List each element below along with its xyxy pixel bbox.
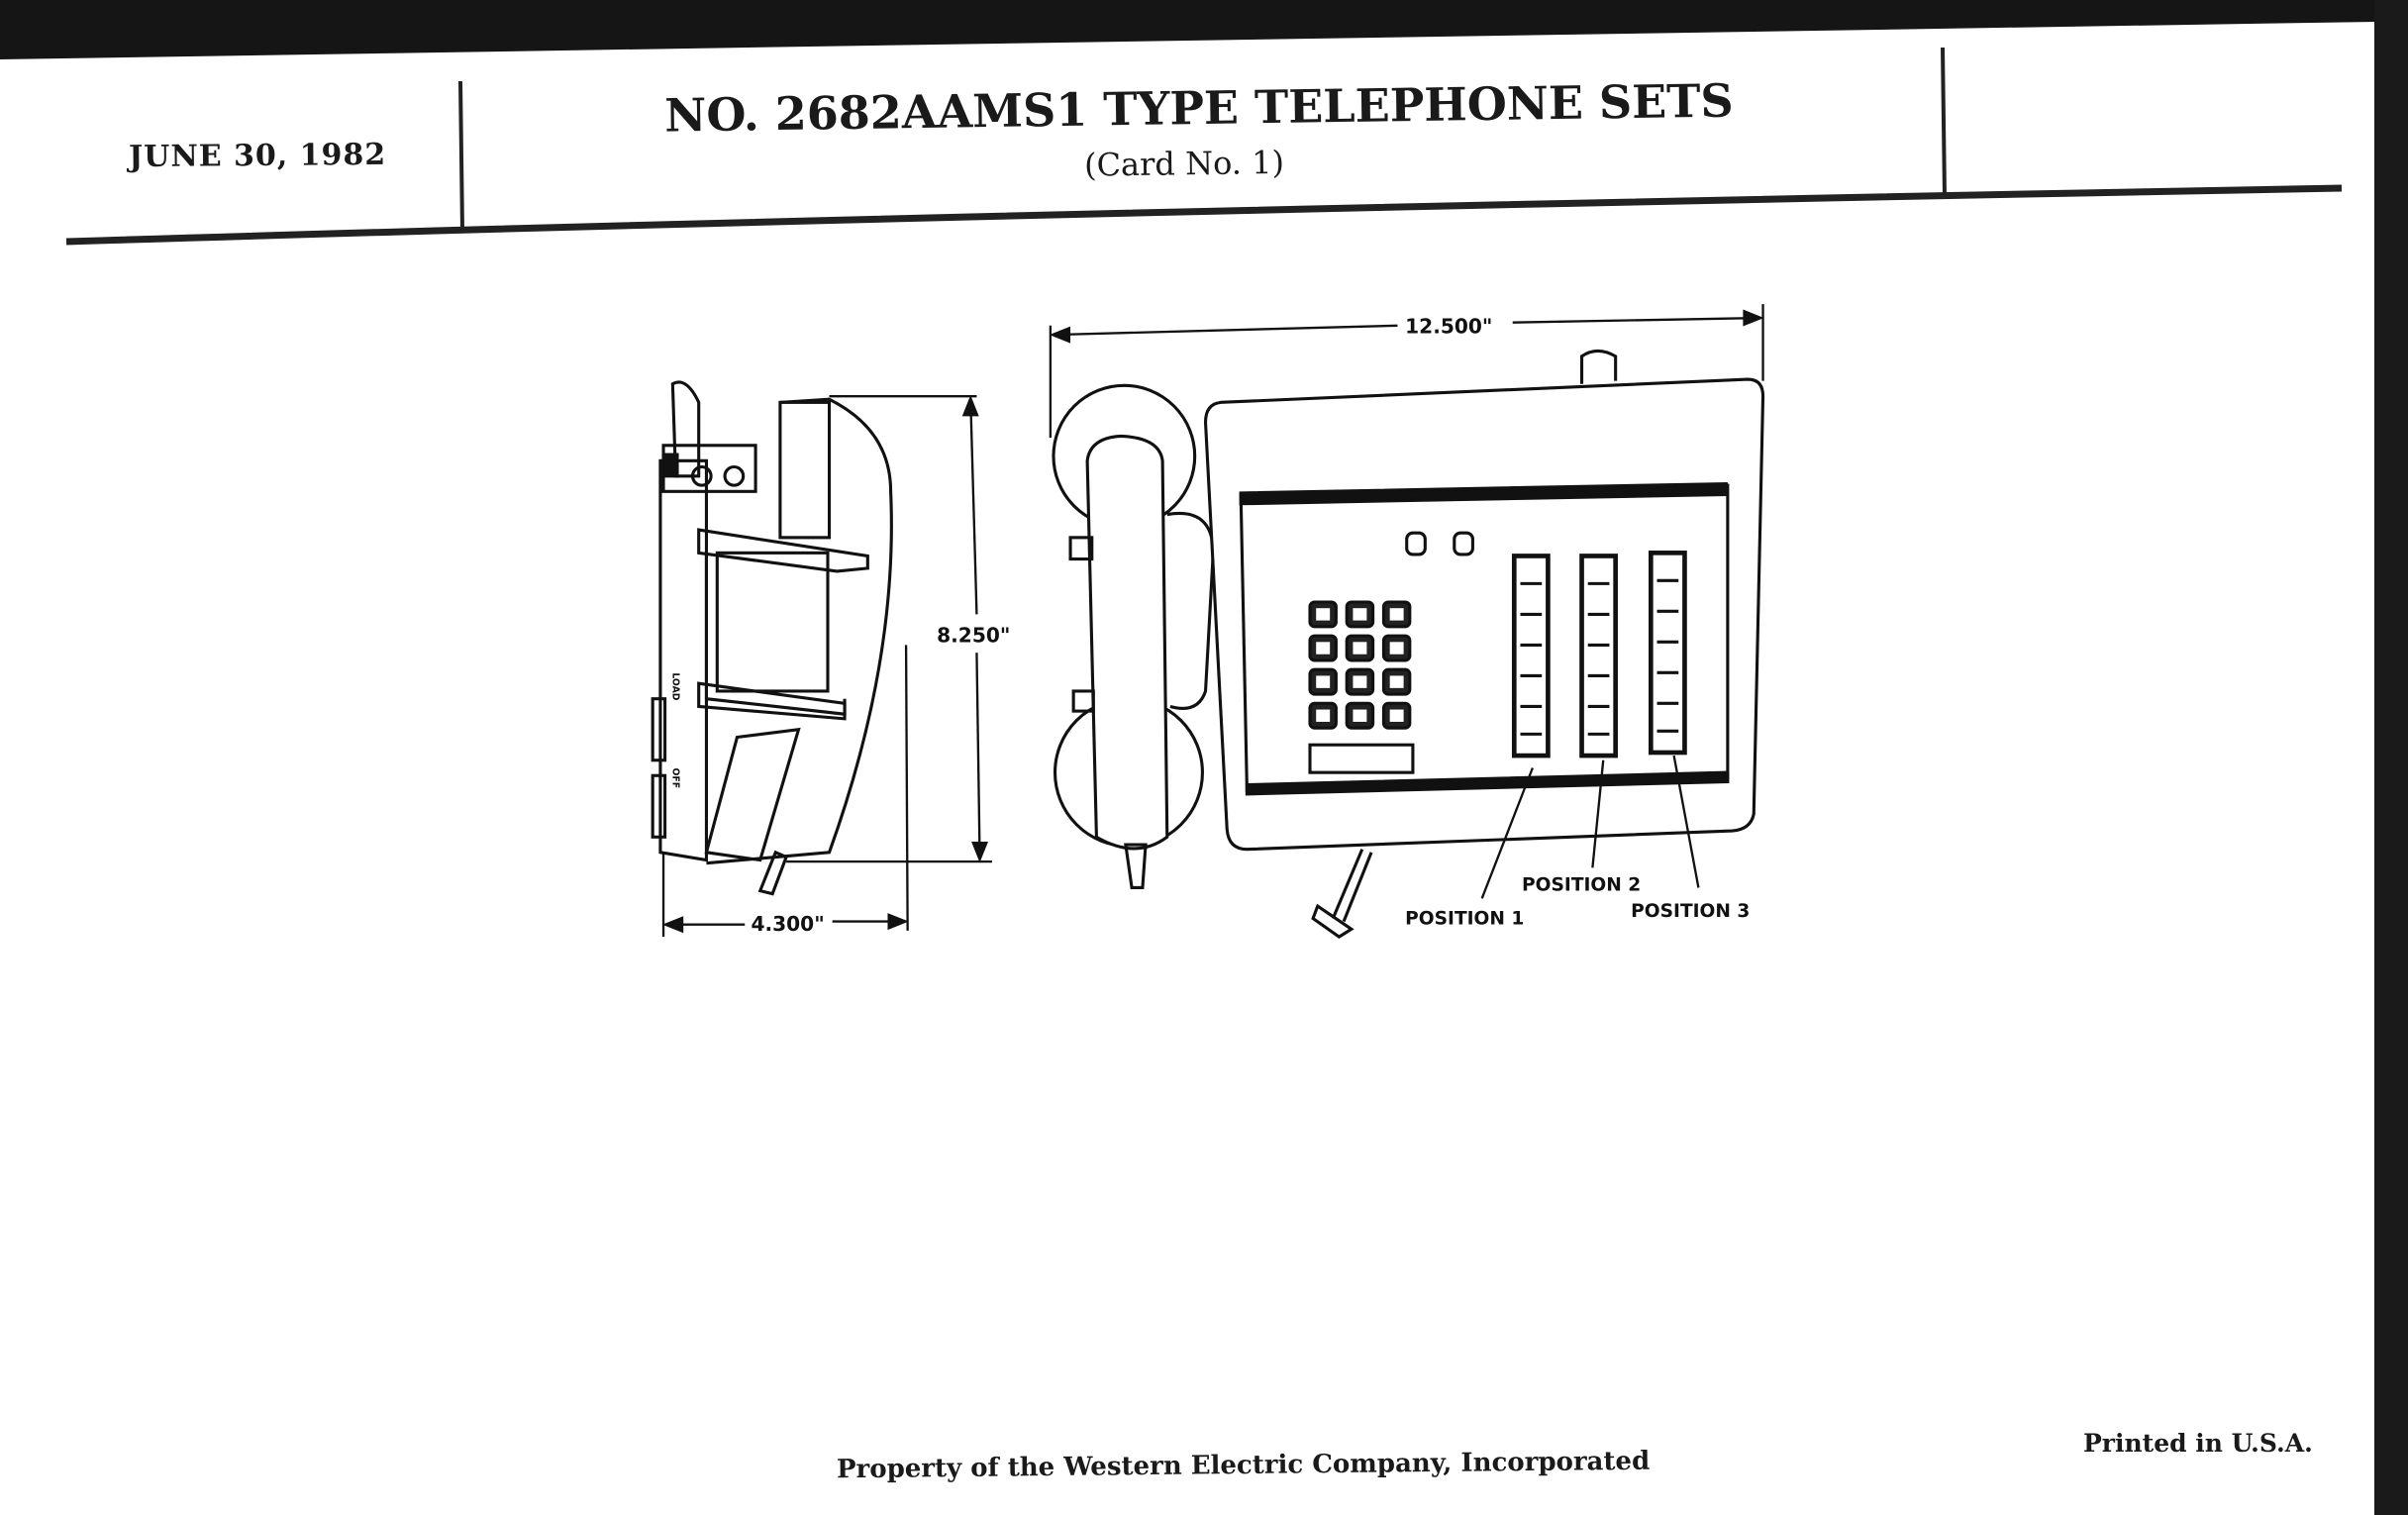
load-switch-label: LOAD (669, 672, 680, 700)
header-rule (65, 184, 2343, 246)
technical-drawing: LOAD OFF 8.250" 4.300" 12.500" (651, 304, 1765, 939)
callout-position-1: POSITION 1 (1405, 909, 1524, 930)
side-view: LOAD OFF 8.250" 4.300" (651, 380, 1010, 938)
printed-notice: Printed in U.S.A. (2083, 1429, 2313, 1458)
callout-position-3: POSITION 3 (1631, 901, 1750, 922)
header-divider-right (1941, 47, 1947, 197)
depth-dimension: 4.300" (751, 912, 824, 936)
front-view: 12.500" (1049, 304, 1765, 939)
callout-position-2: POSITION 2 (1522, 875, 1641, 896)
card-number-text: (Card No. 1) (1083, 143, 1285, 184)
height-dimension: 8.250" (937, 623, 1010, 647)
height-dimension-line (969, 399, 978, 615)
width-dimension-line (1053, 324, 1398, 337)
width-dimension: 12.500" (1405, 315, 1492, 339)
header-divider-left (458, 80, 464, 232)
line-button-columns (1511, 551, 1687, 758)
off-switch-label: OFF (669, 768, 680, 789)
